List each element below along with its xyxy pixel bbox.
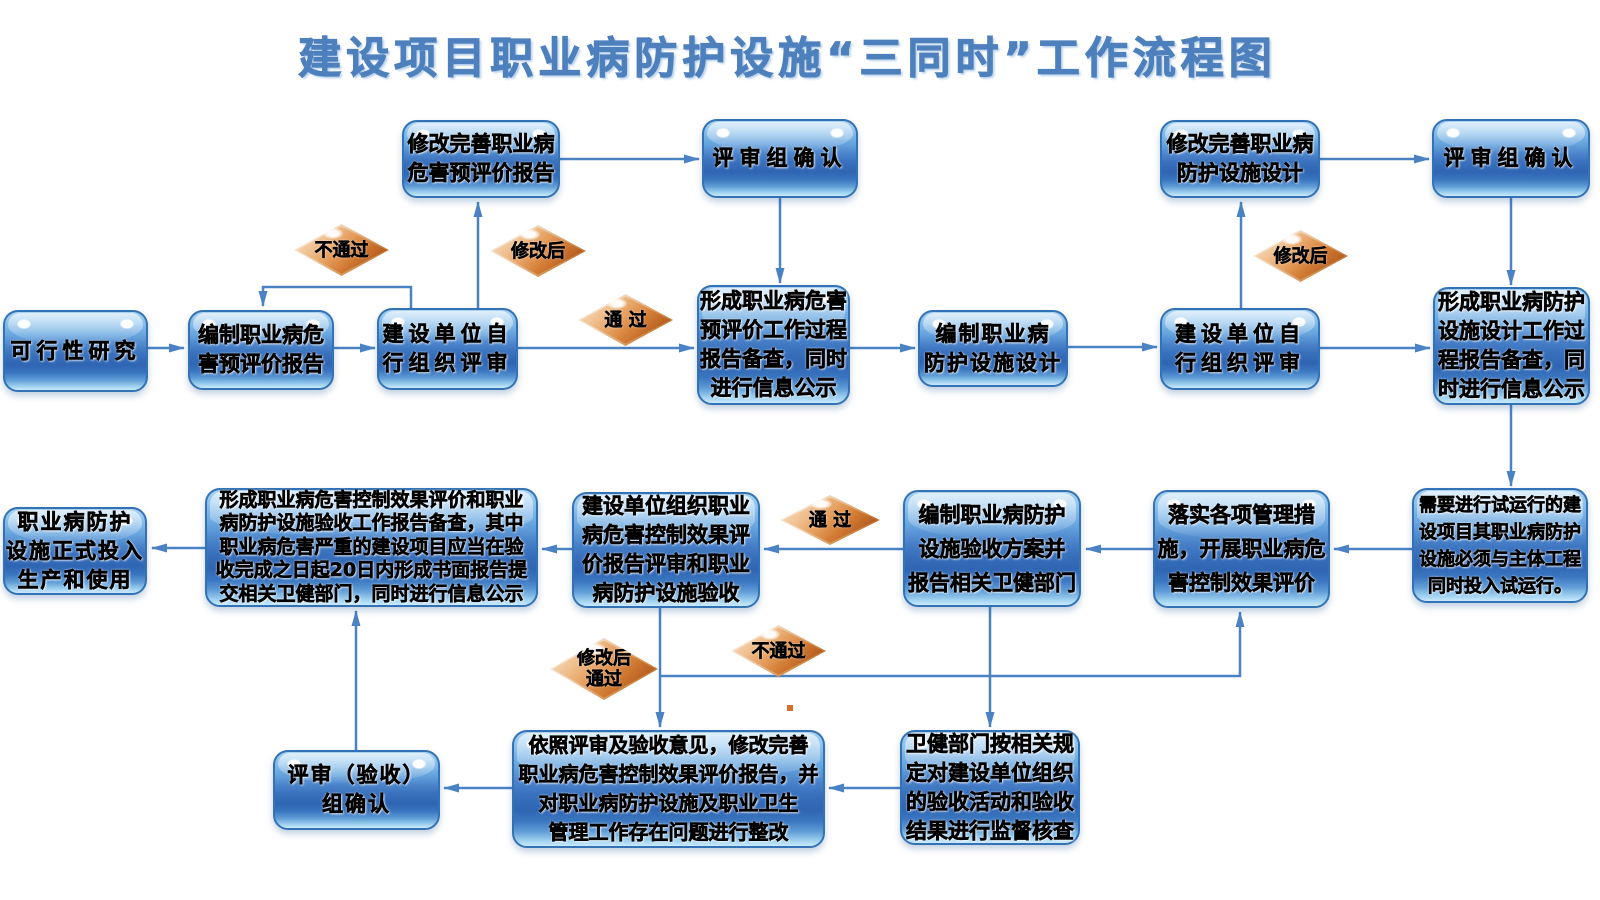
node-self-organized-review-2: 建设单位自 行组织评审 [1160, 308, 1320, 390]
stray-orange-dot [787, 705, 793, 711]
node-compile-pre-eval-report: 编制职业病危 害预评价报告 [188, 310, 334, 390]
node-rectify: 依照评审及验收意见，修改完善 职业病危害控制效果评价报告，并 对职业病防护设施及… [512, 730, 825, 848]
node-implement-measures: 落实各项管理措 施，开展职业病危 害控制效果评价 [1153, 490, 1330, 608]
node-design-facility: 编制职业病 防护设施设计 [918, 310, 1068, 387]
node-acceptance-plan: 编制职业病防护 设施验收方案并 报告相关卫健部门 [903, 490, 1081, 607]
arrow-fail-to-implement [660, 611, 1245, 678]
node-self-organized-review-1: 建设单位自 行组织评审 [377, 308, 518, 390]
node-form-pre-eval-record: 形成职业病危害 预评价工作过程 报告备查，同时 进行信息公示 [697, 285, 850, 405]
node-health-dept-check: 卫健部门按相关规 定对建设单位组织 的验收活动和验收 结果进行监督核查 [900, 730, 1080, 845]
node-feasibility-study: 可行性研究 [3, 310, 148, 392]
node-revise-design: 修改完善职业病 防护设施设计 [1160, 120, 1320, 198]
node-org-acceptance: 建设单位组织职业 病危害控制效果评 价报告评审和职业 病防护设施验收 [572, 492, 760, 608]
node-revise-pre-eval-report: 修改完善职业病 危害预评价报告 [402, 120, 560, 198]
page-title: 建设项目职业病防护设施“三同时”工作流程图 [298, 34, 1277, 85]
node-form-acceptance-record: 形成职业病危害控制效果评价和职业 病防护设施验收工作报告备查，其中 职业病危害严… [205, 488, 538, 607]
node-form-design-record: 形成职业病防护 设施设计工作过 程报告备查，同 时进行信息公示 [1433, 287, 1590, 405]
node-acceptance-group-confirm: 评审（验收） 组确认 [273, 750, 440, 830]
node-review-group-confirm-1: 评审组确认 [702, 119, 858, 198]
arrow-fail-loop-to-compile [258, 285, 413, 308]
node-trial-run: 需要进行试运行的建 设项目其职业病防护 设施必须与主体工程 同时投入试运行。 [1412, 488, 1588, 603]
node-formal-use: 职业病防护 设施正式投入 生产和使用 [3, 507, 147, 595]
node-review-group-confirm-2: 评审组确认 [1432, 119, 1590, 198]
